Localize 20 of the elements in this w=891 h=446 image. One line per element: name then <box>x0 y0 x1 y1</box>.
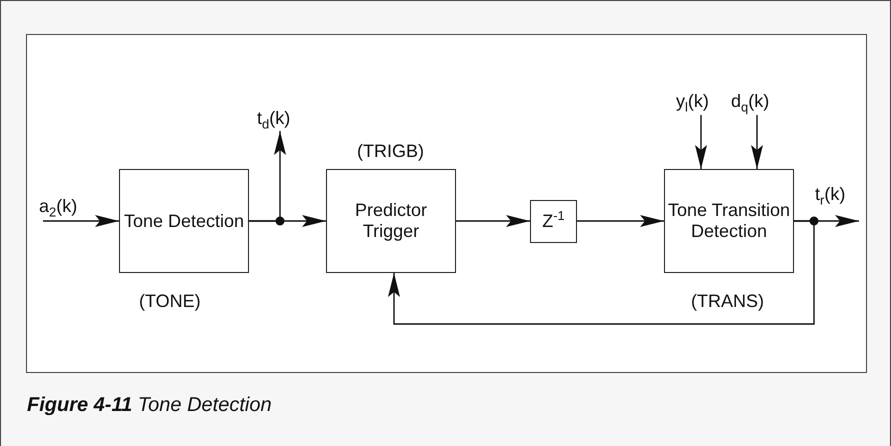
arrow <box>249 131 286 222</box>
signal-label: t$_{r}$(k) <box>815 167 859 221</box>
signal-label: y$_{l}$(k) <box>676 87 726 115</box>
signal-label: t$_{d}$(k) <box>257 105 305 131</box>
process-block: Tone Detection <box>119 169 249 273</box>
arrow <box>43 215 119 227</box>
arrow <box>456 215 530 227</box>
process-block: Tone Transition Detection <box>664 169 794 273</box>
signal-label: a$_{2}$(k) <box>39 191 93 221</box>
module-name: (TRANS) <box>691 291 764 312</box>
module-name: (TRIGB) <box>357 141 424 162</box>
process-block: Predictor Trigger <box>326 169 456 273</box>
process-block: Z$^{-1}$ <box>530 200 577 243</box>
arrow <box>388 220 815 325</box>
arrow <box>751 115 763 169</box>
figure-caption: Figure 4-11 Tone Detection <box>27 394 272 417</box>
module-name: (TONE) <box>139 291 201 312</box>
arrow <box>695 115 707 169</box>
signal-label: d$_{q}$(k) <box>731 87 785 115</box>
arrow <box>577 215 664 227</box>
